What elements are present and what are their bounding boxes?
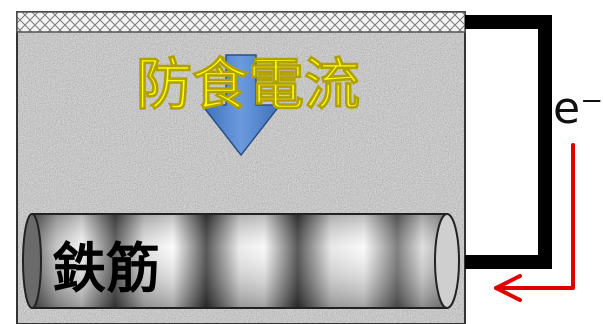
electron-label: e⁻ xyxy=(553,83,603,134)
rebar xyxy=(22,213,460,309)
protective-current-label: 防食電流 xyxy=(136,53,360,118)
down-arrow-icon xyxy=(200,54,282,157)
external-wire xyxy=(465,15,552,269)
electron-flow-arrow-icon xyxy=(494,143,575,302)
surface-coating-layer xyxy=(16,11,466,33)
rebar-label: 鉄筋 xyxy=(52,237,160,300)
